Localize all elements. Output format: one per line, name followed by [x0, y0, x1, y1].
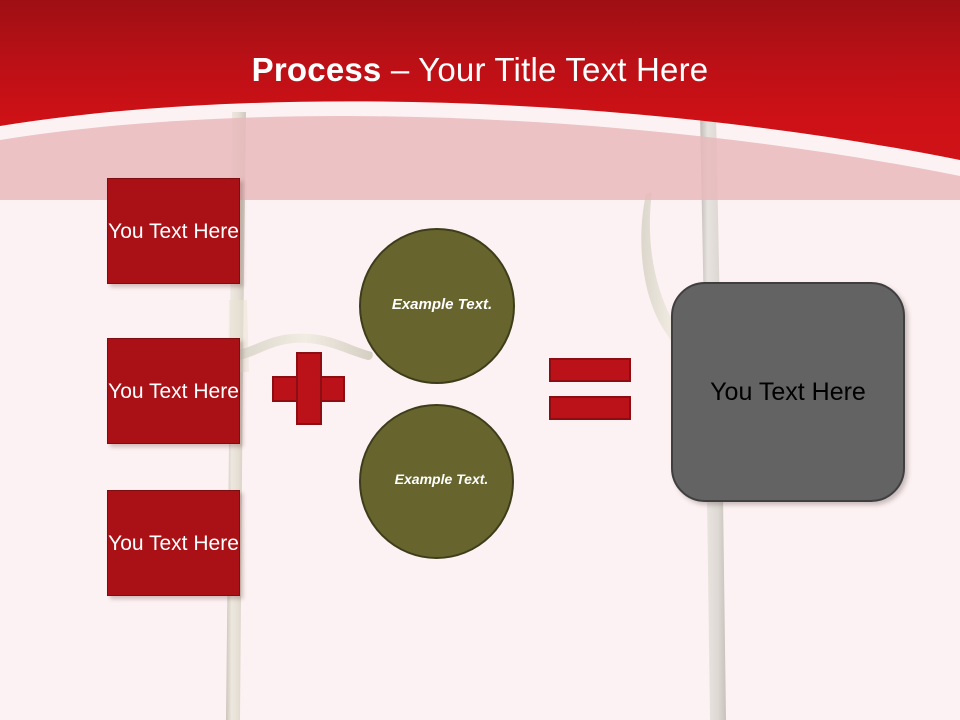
page-title-rest: – Your Title Text Here	[381, 51, 709, 88]
equals-icon	[549, 358, 631, 420]
input-box-2[interactable]: You Text Here	[107, 338, 240, 444]
plus-icon	[272, 352, 345, 425]
input-box-2-label: You Text Here	[108, 379, 239, 403]
header-banner	[0, 0, 960, 200]
page-title: Process – Your Title Text Here	[0, 50, 960, 90]
equals-icon-bottom-bar	[549, 396, 631, 420]
input-box-3-label: You Text Here	[108, 531, 239, 555]
input-box-3[interactable]: You Text Here	[107, 490, 240, 596]
input-box-1[interactable]: You Text Here	[107, 178, 240, 284]
result-box-label: You Text Here	[710, 377, 866, 406]
plus-icon-center-fill	[298, 378, 319, 399]
example-circle-2[interactable]: Example Text.	[359, 404, 514, 559]
input-box-1-label: You Text Here	[108, 219, 239, 243]
example-circle-2-label: Example Text.	[394, 471, 489, 487]
page-title-bold: Process	[251, 51, 382, 88]
example-circle-1[interactable]: Example Text.	[359, 228, 515, 384]
example-circle-1-label: Example Text.	[391, 295, 493, 313]
equals-icon-top-bar	[549, 358, 631, 382]
result-box[interactable]: You Text Here	[671, 282, 905, 502]
